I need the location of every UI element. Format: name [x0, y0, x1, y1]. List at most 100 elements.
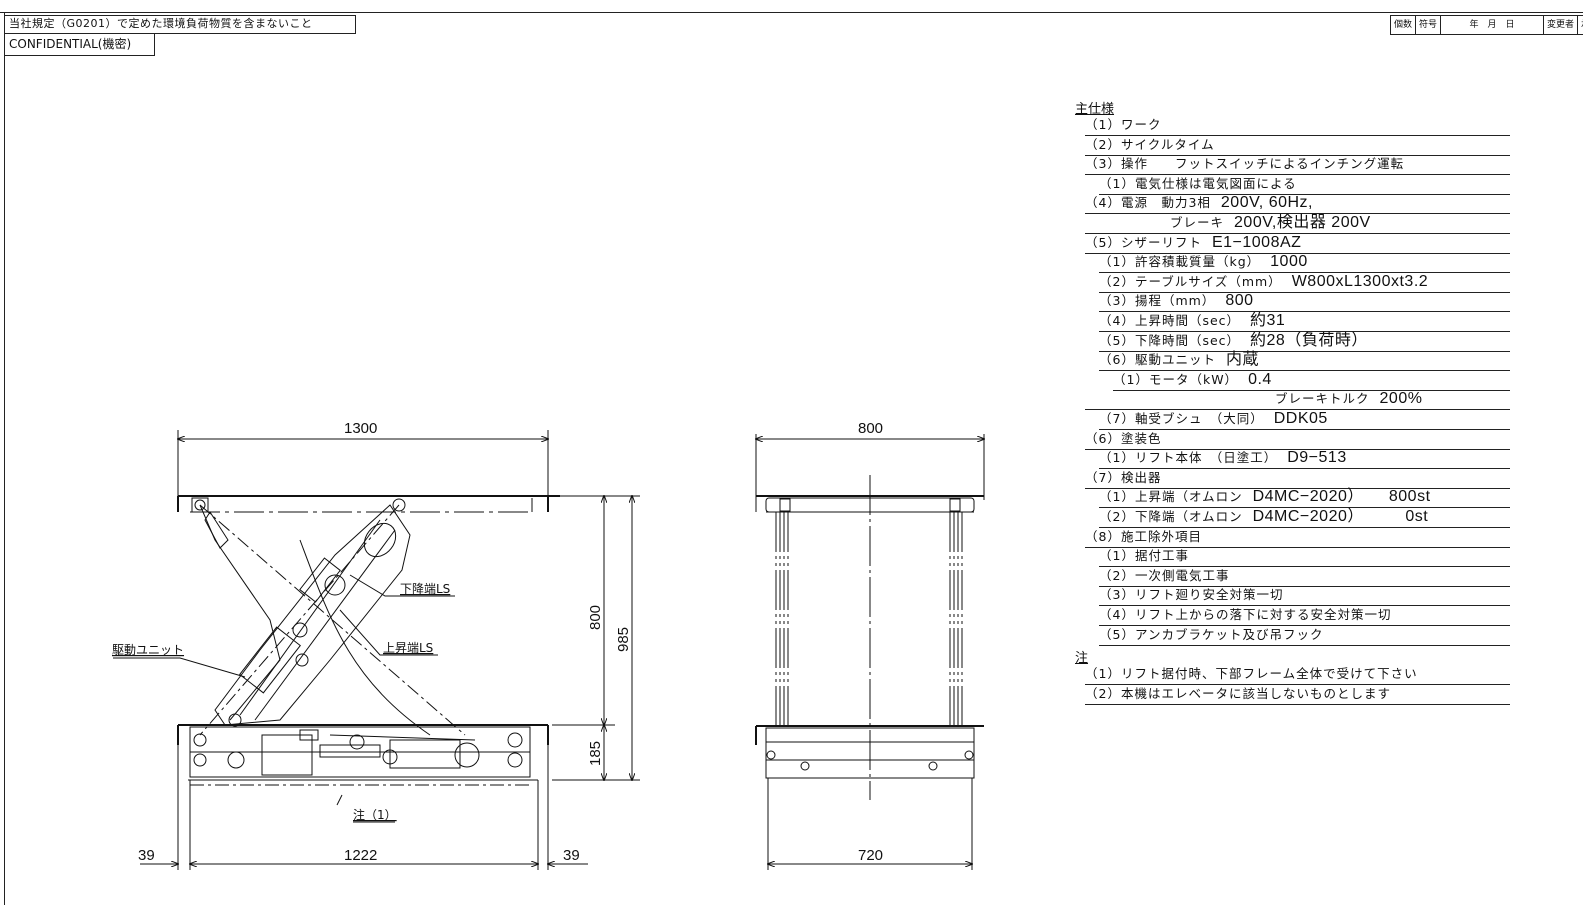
drawing-frame-left [4, 12, 5, 905]
spec-label: ブレーキトルク [1275, 391, 1370, 407]
spec-label: （5）下降時間（sec） [1099, 332, 1241, 348]
spec-label: （8）施工除外項目 [1085, 528, 1202, 544]
side-view [113, 430, 640, 870]
spec-label: （3）リフト廻り安全対策一切 [1099, 587, 1284, 603]
spec-value: DDK05 [1273, 410, 1328, 427]
spec-row: （7）軸受ブシュ （大同） DDK05 [1099, 410, 1510, 430]
drawing-frame-top [0, 12, 1583, 13]
spec-row: （2）一次側電気工事 [1099, 567, 1510, 587]
spec-value: 200% [1379, 390, 1423, 408]
callout-upper-limit-switch: 上昇端LS [383, 641, 433, 655]
spec-value: 1000 [1270, 253, 1308, 271]
spec-label: （2）一次側電気工事 [1099, 567, 1230, 583]
dim-lift-stroke: 800 [587, 605, 604, 630]
dim-table-width: 800 [858, 420, 883, 437]
spec-value: 内蔵 [1225, 351, 1259, 369]
spec-value: 200V,検出器 200V [1234, 214, 1371, 231]
spec-label: （1）据付工事 [1099, 548, 1189, 564]
spec-row: （3）操作 フットスイッチによるインチング運転 [1085, 155, 1510, 176]
spec-row: （1）電気仕様は電気図面による [1099, 175, 1510, 195]
spec-row: ブレーキトルク 200% [1085, 390, 1510, 411]
note-text: （2）本機はエレベータに該当しないものとします [1085, 685, 1391, 701]
spec-value: 200V, 60Hz, [1220, 194, 1313, 212]
rev-col-changer: 変更者 [1543, 16, 1577, 34]
spec-label: （5）シザーリフト [1085, 234, 1202, 250]
confidential-stamp: CONFIDENTIAL(機密) [4, 33, 155, 56]
spec-label: （7）検出器 [1085, 469, 1162, 485]
spec-row: （4）上昇時間（sec） 約31 [1099, 312, 1510, 332]
spec-value: 約31 [1250, 312, 1286, 329]
spec-row: （2）サイクルタイム [1085, 136, 1510, 156]
spec-label: （1）許容積載質量（kg） [1099, 254, 1261, 270]
spec-row: （7）検出器 [1085, 469, 1510, 489]
dim-table-length: 1300 [344, 420, 377, 437]
spec-label: ブレーキ [1170, 215, 1225, 230]
spec-row: （3）揚程（mm） 800 [1099, 292, 1510, 313]
dim-overall-height: 985 [615, 627, 632, 652]
spec-label: （7）軸受ブシュ （大同） [1099, 411, 1264, 426]
spec-label: （5）アンカブラケット及び吊フック [1099, 626, 1324, 642]
spec-row: （1）ワーク [1085, 116, 1510, 136]
rev-col-date: 年 月 日 [1440, 16, 1543, 34]
dim-lowered-height: 185 [587, 741, 604, 766]
spec-value: D4MC−2020） 800st [1252, 488, 1431, 506]
spec-row: （5）アンカブラケット及び吊フック [1099, 626, 1510, 646]
notes-title: 注 [1075, 651, 1089, 667]
rev-col-symbol: 符号 [1415, 16, 1440, 34]
spec-label: （1）ワーク [1085, 117, 1162, 132]
dim-base-width: 720 [858, 847, 883, 864]
spec-label: （4）電源 動力3相 [1085, 195, 1211, 211]
dim-left-offset: 39 [138, 847, 155, 864]
spec-value: 800 [1225, 292, 1254, 310]
spec-row: （6）塗装色 [1085, 430, 1510, 450]
spec-row: （1）リフト本体 （日塗工） D9−513 [1099, 449, 1510, 470]
spec-title: 主仕様 [1075, 102, 1115, 117]
spec-row: （5）シザーリフト E1−1008AZ [1085, 234, 1510, 254]
spec-value: 約28（負荷時） [1250, 331, 1368, 349]
rev-col-approval: 承認 [1577, 16, 1583, 34]
note-text: （1）リフト据付時、下部フレーム全体で受けて下さい [1085, 666, 1418, 682]
end-view [755, 434, 984, 870]
spec-label: （1）リフト本体 （日塗工） [1099, 450, 1278, 466]
spec-row: （1）据付工事 [1099, 547, 1510, 568]
dim-right-offset: 39 [563, 847, 580, 864]
spec-row: （8）施工除外項目 [1085, 528, 1510, 548]
note-row: （1）リフト据付時、下部フレーム全体で受けて下さい [1085, 665, 1510, 686]
dim-base-length: 1222 [344, 847, 377, 864]
spec-label: （3）揚程（mm） [1099, 293, 1216, 309]
spec-row: （1）許容積載質量（kg） 1000 [1099, 253, 1510, 274]
spec-label: （6）塗装色 [1085, 430, 1162, 446]
compliance-stamp: 当社規定（G0201）で定めた環境負荷物質を含まないこと [4, 15, 356, 34]
spec-value: 0.4 [1248, 370, 1272, 388]
spec-row: （6）駆動ユニット内蔵 [1099, 351, 1510, 372]
callout-lower-limit-switch: 下降端LS [400, 582, 450, 596]
spec-row: （2）下降端（オムロン D4MC−2020） 0st [1099, 508, 1510, 528]
spec-label: （1）上昇端（オムロン [1099, 489, 1243, 505]
spec-row: （1）モータ（kW） 0.4 [1113, 371, 1510, 391]
spec-label: （2）サイクルタイム [1085, 136, 1215, 152]
spec-row: （1）上昇端（オムロン D4MC−2020） 800st [1099, 488, 1510, 509]
spec-value: D4MC−2020） 0st [1252, 508, 1429, 525]
spec-label: （2）下降端（オムロン [1099, 509, 1243, 524]
spec-row: （4）電源 動力3相 200V, 60Hz, [1085, 194, 1510, 215]
spec-label: （3）操作 フットスイッチによるインチング運転 [1085, 156, 1405, 172]
spec-row: （5）下降時間（sec） 約28（負荷時） [1099, 332, 1510, 352]
spec-row: （2）テーブルサイズ（mm）W800xL1300xt3.2 [1099, 273, 1510, 293]
end-view-labels: 800 720 [858, 420, 883, 864]
spec-label: （4）上昇時間（sec） [1099, 313, 1241, 328]
rev-col-count: 個数 [1390, 16, 1415, 34]
side-view-labels: 1300 39 1222 39 800 985 185 下降端LS 上昇端LS … [112, 420, 632, 864]
spec-value: E1−1008AZ [1211, 233, 1302, 251]
callout-drive-unit: 駆動ユニット [112, 643, 184, 657]
spec-value: D9−513 [1287, 449, 1347, 467]
spec-value: W800xL1300xt3.2 [1291, 272, 1429, 290]
spec-row: （3）リフト廻り安全対策一切 [1099, 586, 1510, 607]
spec-row: ブレーキ 200V,検出器 200V [1085, 214, 1510, 234]
spec-label: （1）モータ（kW） [1113, 371, 1239, 387]
note-row: （2）本機はエレベータに該当しないものとします [1085, 685, 1510, 705]
revision-table: 個数 符号 年 月 日 変更者 承認 [1390, 15, 1583, 35]
spec-row: （4）リフト上からの落下に対する安全対策一切 [1099, 606, 1510, 626]
callout-note-ref: 注（1） [353, 807, 397, 822]
spec-label: （1）電気仕様は電気図面による [1099, 175, 1297, 191]
